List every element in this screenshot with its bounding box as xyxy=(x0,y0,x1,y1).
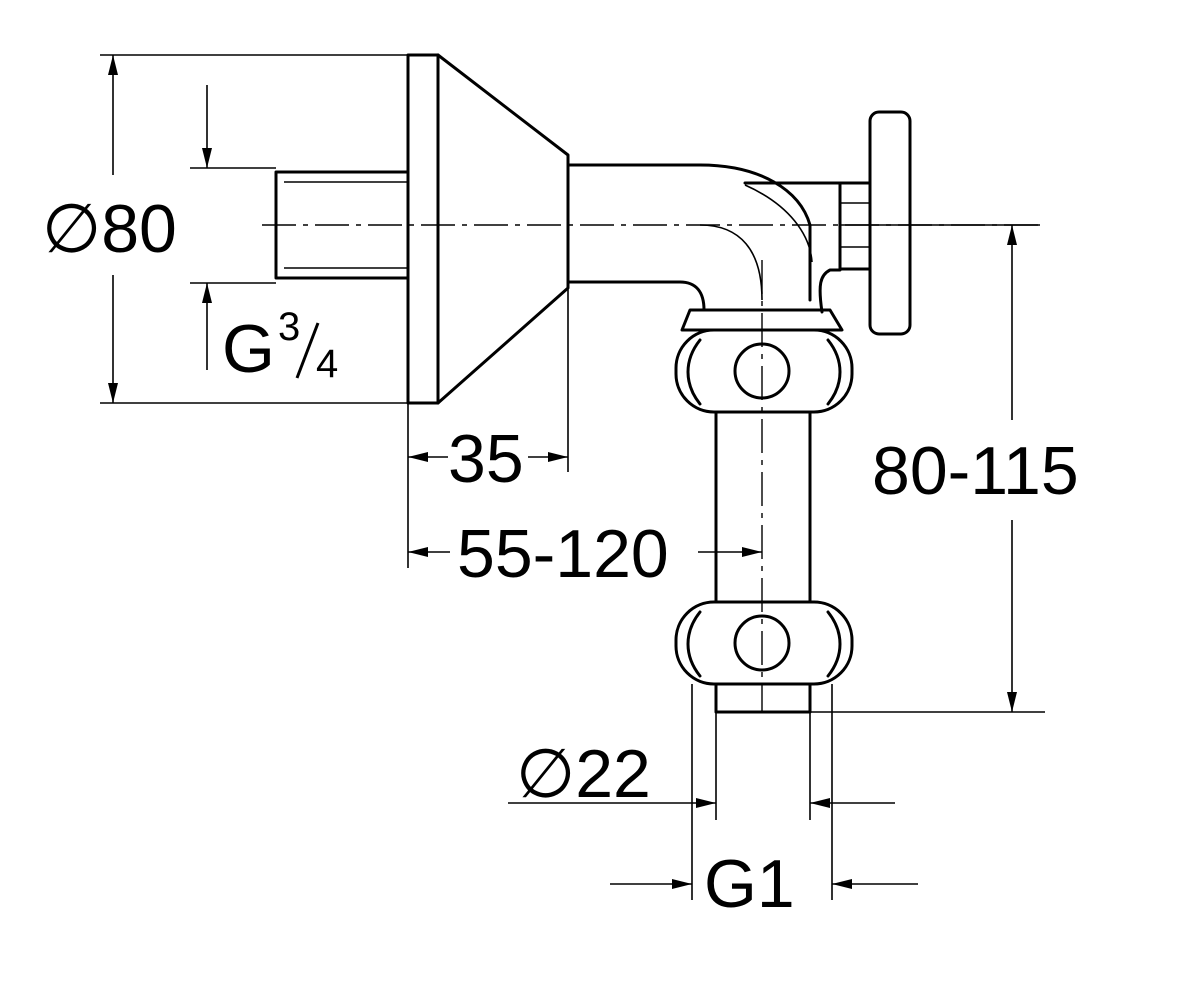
cone-rosette xyxy=(436,53,570,405)
label-outlet-diameter: ∅22 xyxy=(516,736,651,812)
label-inlet-thread: G 3 4 xyxy=(222,305,338,387)
svg-text:4: 4 xyxy=(316,342,338,386)
label-flange-depth: 35 xyxy=(448,421,524,497)
upper-union-nut xyxy=(674,328,854,414)
valve-body xyxy=(274,53,912,714)
label-spout-reach: 55-120 xyxy=(457,516,669,592)
dimension-lines xyxy=(108,55,1017,889)
lower-union-nut xyxy=(674,600,854,686)
extension-pipe xyxy=(714,410,812,604)
spindle xyxy=(838,181,872,271)
extension-lines xyxy=(100,54,1045,900)
hand-wheel xyxy=(868,110,912,336)
svg-text:3: 3 xyxy=(278,305,300,349)
outlet-stub xyxy=(714,682,812,714)
label-flange-diameter: ∅80 xyxy=(42,191,177,267)
svg-text:G: G xyxy=(222,311,275,387)
valve-bonnet xyxy=(743,181,842,314)
wall-flange xyxy=(406,53,440,405)
label-spout-height: 80-115 xyxy=(872,433,1079,509)
elbow-pipe xyxy=(566,163,812,312)
label-outlet-thread: G1 xyxy=(704,846,795,922)
